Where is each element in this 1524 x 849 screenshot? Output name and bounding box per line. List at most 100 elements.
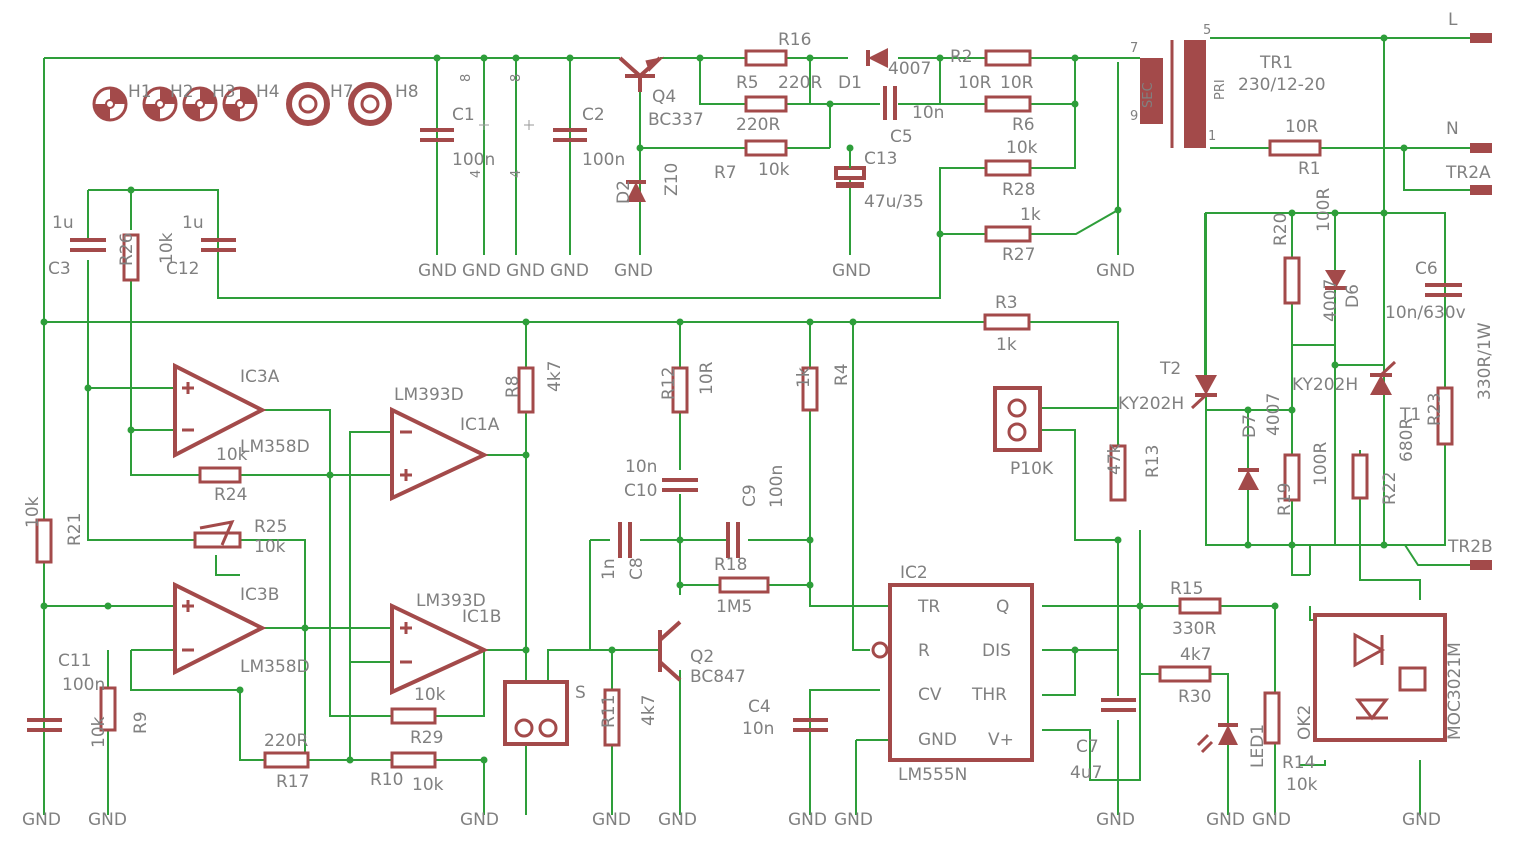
ic2-pin-vplus: V+ — [988, 730, 1014, 750]
svg-text:8: 8 — [459, 74, 474, 82]
label-H7: H7 — [330, 82, 354, 102]
label-H3: H3 — [212, 82, 236, 102]
value-R29: 10k — [414, 685, 446, 705]
label-R19: R19 — [1275, 483, 1295, 516]
label-C3: C3 — [48, 259, 71, 279]
value-Q4: BC337 — [648, 110, 704, 130]
label-D2: D2 — [614, 180, 634, 204]
label-R23: R23 — [1425, 393, 1445, 426]
label-R10: R10 — [370, 770, 403, 790]
mounting-hole-icons — [92, 82, 392, 126]
value-C10: 10n — [625, 457, 657, 477]
gnd-label: GND — [88, 810, 127, 830]
label-T2: T2 — [1159, 359, 1181, 379]
value-C9: 100n — [767, 465, 787, 508]
label-R21: R21 — [65, 513, 85, 546]
value-R24: 10k — [216, 445, 248, 465]
opamp-signs — [182, 382, 412, 664]
label-C11: C11 — [58, 651, 92, 671]
value-R19: 100R — [1311, 442, 1331, 486]
label-R25: R25 — [254, 517, 287, 537]
gnd-label: GND — [788, 810, 827, 830]
value-C5: 10n — [912, 103, 944, 123]
svg-text:4: 4 — [509, 170, 524, 178]
junctions — [40, 34, 1408, 764]
tr-pin-9: 9 — [1130, 109, 1138, 124]
terminal-L: L — [1448, 10, 1458, 30]
label-R24: R24 — [214, 485, 247, 505]
optocoupler-icon — [1313, 613, 1447, 742]
tr-pri-label: PRI — [1213, 79, 1228, 100]
thyristor-icons — [1190, 360, 1397, 410]
label-R14: R14 — [1282, 753, 1315, 773]
value-R13: 47k — [1105, 443, 1125, 475]
ic2-pin-thr: THR — [971, 685, 1007, 705]
svg-text:4: 4 — [469, 170, 484, 178]
label-R20: R20 — [1271, 213, 1291, 246]
value-R18: 1M5 — [716, 597, 752, 617]
ic2-pin-cv: CV — [918, 685, 942, 705]
label-R29: R29 — [410, 728, 443, 748]
value-C8: 1n — [599, 558, 619, 580]
value-IC3A: LM358D — [240, 437, 310, 457]
value-R17: 220R — [264, 731, 308, 751]
gnd-label: GND — [460, 810, 499, 830]
value-C12: 1u — [182, 213, 204, 233]
capacitor-icons — [27, 86, 1462, 732]
label-D1: D1 — [838, 73, 862, 93]
label-C9: C9 — [740, 484, 760, 507]
value-R27: 1k — [1020, 205, 1041, 225]
ic2-pin-gnd: GND — [918, 730, 957, 750]
label-R2: R2 — [950, 47, 973, 67]
value-TR1: 230/12-20 — [1238, 75, 1326, 95]
label-C13: C13 — [864, 149, 898, 169]
value-Q2: BC847 — [690, 667, 746, 687]
svg-text:8: 8 — [509, 74, 524, 82]
value-R26: 10k — [157, 232, 177, 264]
value-R28: 10k — [1006, 138, 1038, 158]
label-R7: R7 — [714, 163, 737, 183]
value-C2: 100n — [582, 150, 625, 170]
value-R6: 10R — [1000, 73, 1034, 93]
value-C1: 100n — [452, 150, 495, 170]
label-T1: T1 — [1399, 405, 1421, 425]
label-R28: R28 — [1002, 180, 1035, 200]
label-IC1B: IC1B — [462, 607, 501, 627]
diode-icons — [626, 48, 1346, 754]
gnd-label: GND — [418, 261, 457, 281]
tr-sec-label: SEC — [1141, 82, 1156, 108]
label-R5: R5 — [736, 73, 759, 93]
label-C8: C8 — [627, 557, 647, 580]
value-IC2: LM555N — [898, 765, 967, 785]
value-C11: 100n — [62, 675, 105, 695]
label-S: S — [575, 683, 586, 703]
label-R18: R18 — [714, 555, 747, 575]
label-C5: C5 — [890, 127, 913, 147]
label-R13: R13 — [1143, 445, 1163, 478]
label-R11: R11 — [599, 695, 619, 728]
gnd-label: GND — [22, 810, 61, 830]
label-C7: C7 — [1076, 737, 1099, 757]
label-D7: D7 — [1240, 414, 1260, 438]
gnd-label: GND — [658, 810, 697, 830]
gnd-label: GND — [550, 261, 589, 281]
value-R1: 10R — [1285, 117, 1319, 137]
label-R6: R6 — [1012, 115, 1035, 135]
value-R7: 10k — [758, 160, 790, 180]
label-C6: C6 — [1415, 259, 1438, 279]
connector-icons — [503, 33, 1492, 746]
value-R2: 10R — [958, 73, 992, 93]
label-R15: R15 — [1170, 579, 1203, 599]
value-R22: 680R — [1397, 418, 1417, 462]
value-C7: 4u7 — [1070, 763, 1102, 783]
resistor-icons — [35, 49, 1454, 769]
transistor-q4-icon — [618, 56, 665, 92]
value-T2: KY202H — [1118, 394, 1184, 414]
value-R8: 4k7 — [545, 361, 565, 392]
label-R12: R12 — [659, 367, 679, 400]
label-Q2: Q2 — [690, 647, 714, 667]
label-D6: D6 — [1343, 284, 1363, 308]
ic2-body — [888, 583, 1034, 762]
value-C13: 47u/35 — [864, 192, 924, 212]
